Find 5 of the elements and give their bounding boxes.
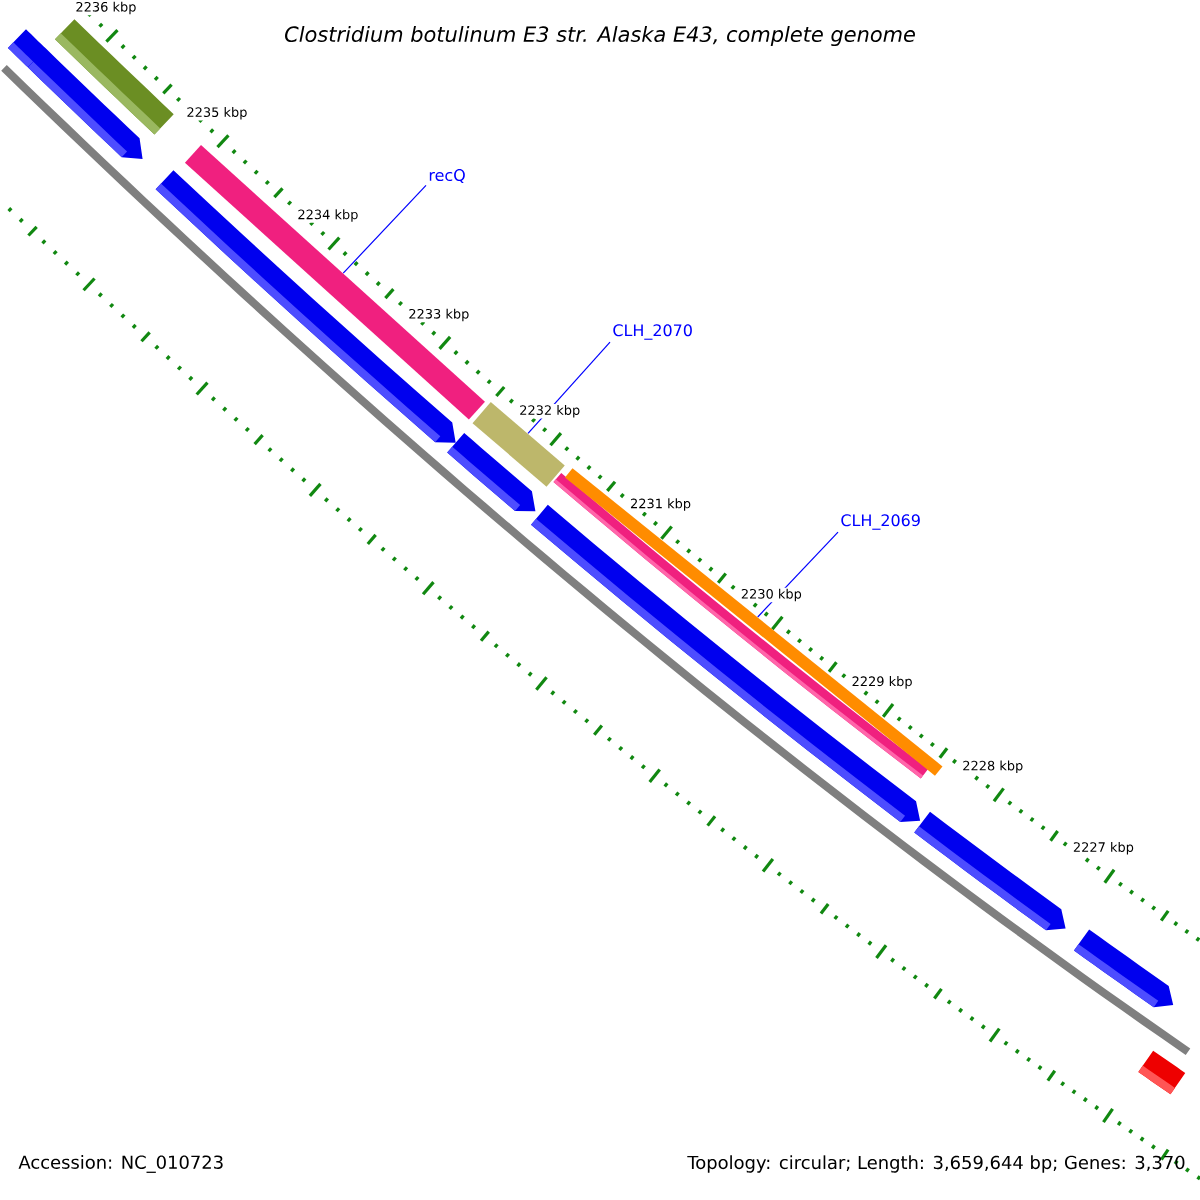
genome-stats-text: Topology: circular; Length: 3,659,644 bp; Genes: 3,370 [687,1155,1185,1173]
accession-text: Accession: NC_010723 [18,1155,223,1173]
gene-bar [184,145,485,420]
title: Clostridium botulinum E3 str. Alaska E43, complete genome [285,25,915,47]
leader-line [342,184,427,274]
